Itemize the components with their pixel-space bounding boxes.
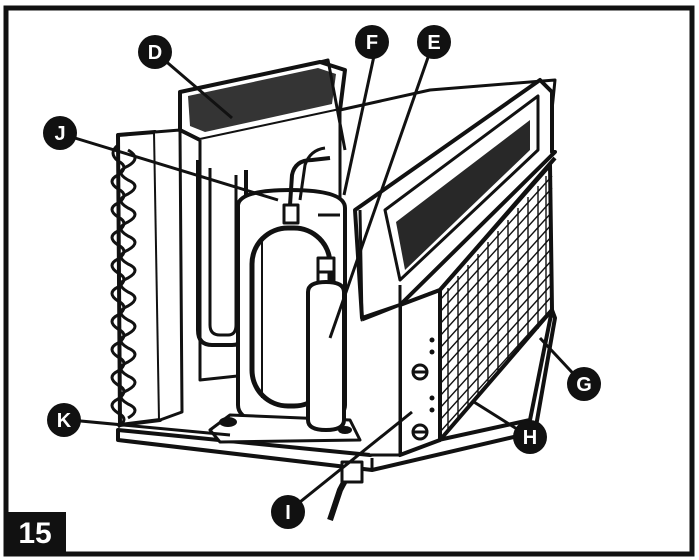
leader-lines: [64, 41, 584, 512]
diagram-border: [3, 5, 695, 557]
figure-number-badge: 15: [4, 512, 66, 556]
capacitor: [306, 280, 346, 432]
callout-letter: I: [285, 502, 291, 524]
callout-letter: J: [54, 123, 65, 145]
callout-letter: G: [576, 374, 592, 396]
figure-number: 15: [18, 517, 52, 550]
callout-letter: E: [427, 32, 440, 54]
callout-H: H: [513, 420, 547, 454]
callout-K: K: [47, 403, 81, 437]
callout-J: J: [43, 116, 77, 150]
callout-letter: D: [148, 42, 162, 64]
callout-G: G: [567, 367, 601, 401]
coil-loops: [110, 143, 137, 429]
callout-letter: K: [57, 410, 72, 432]
callout-E: E: [417, 25, 451, 59]
callout-letter: F: [366, 32, 378, 54]
callout-D: D: [138, 35, 172, 69]
control-knobs: [411, 337, 435, 441]
callout-I: I: [271, 495, 305, 529]
grille-mesh: [439, 175, 553, 433]
callout-F: F: [355, 25, 389, 59]
unit-illustration: [110, 58, 557, 521]
callout-letter: H: [523, 427, 537, 449]
